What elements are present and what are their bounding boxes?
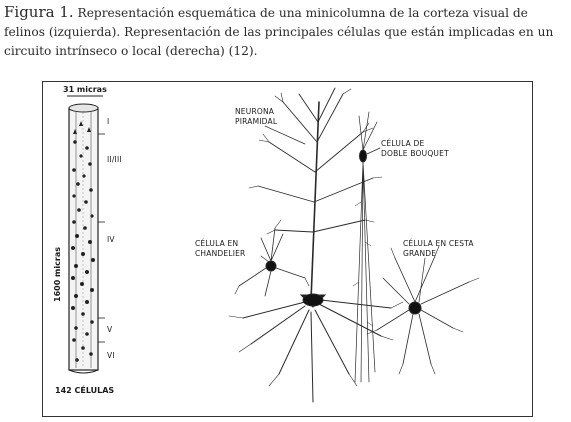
caption-text: Representación esquemática de una minico… [4, 6, 554, 58]
label-double-bouquet-2: DOBLE BOUQUET [381, 149, 449, 158]
label-basket-2: GRANDE [403, 249, 436, 258]
label-pyramidal-1: NEURONA [235, 107, 275, 116]
figure-panel: 31 micras 1600 micras [42, 81, 533, 417]
double-bouquet-cell [352, 111, 378, 383]
basket-cell [366, 245, 480, 375]
layer-label-1: I [107, 117, 109, 126]
figure-caption: Figura 1. Representación esquemática de … [4, 3, 567, 61]
layer-label-2: II/III [107, 155, 122, 164]
caption-lead: Figura 1. [4, 3, 74, 21]
label-double-bouquet-1: CÉLULA DE [381, 139, 425, 148]
minicolumn-body [68, 107, 99, 371]
scale-top-label: 31 micras [63, 85, 107, 94]
label-chandelier-2: CHANDELIER [195, 249, 245, 258]
pyramidal-neuron [228, 87, 404, 403]
layer-label-4: V [107, 325, 113, 334]
minicolumn-diagram: 31 micras 1600 micras [53, 85, 122, 395]
chandelier-cell [234, 219, 310, 297]
scale-side-label: 1600 micras [53, 247, 62, 302]
label-chandelier-1: CÉLULA EN [195, 239, 238, 248]
label-basket-1: CÉLULA EN CESTA [403, 239, 474, 248]
layer-label-3: IV [107, 235, 115, 244]
minicolumn-bottom [68, 369, 99, 374]
layer-label-5: VI [107, 351, 115, 360]
label-pyramidal-2: PIRAMIDAL [235, 117, 278, 126]
figure-illustration: 31 micras 1600 micras [53, 85, 480, 403]
minicolumn-top [68, 103, 99, 113]
neuron-circuit-diagram [228, 87, 480, 403]
cell-count-label: 142 CÉLULAS [55, 384, 114, 395]
